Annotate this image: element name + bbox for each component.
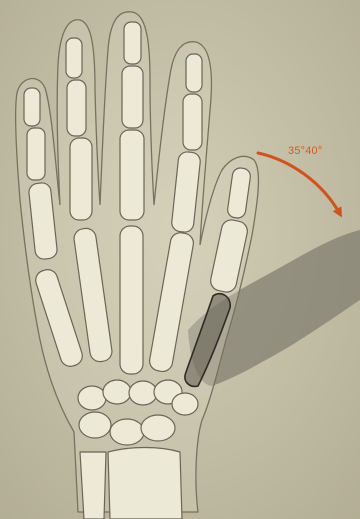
middle-metacarpal: [120, 226, 143, 374]
little-distal-phalanx: [24, 88, 40, 126]
carpal-bone: [172, 393, 198, 415]
middle-middle-phalanx: [122, 66, 143, 128]
index-middle-phalanx: [183, 94, 202, 150]
ring-proximal-phalanx: [70, 138, 92, 220]
carpal-bone: [129, 381, 157, 405]
ring-distal-phalanx: [66, 38, 82, 78]
carpal-bone: [103, 380, 131, 404]
angle-annotation: 35°40°: [288, 145, 322, 157]
radius-bone: [108, 448, 182, 519]
carpal-bone: [78, 386, 106, 410]
carpal-bone: [79, 412, 111, 438]
carpal-bone: [110, 419, 144, 445]
middle-distal-phalanx: [124, 22, 141, 64]
ulna-bone: [80, 452, 106, 519]
middle-proximal-phalanx: [120, 130, 144, 220]
carpal-bone: [141, 415, 175, 441]
ring-middle-phalanx: [67, 80, 86, 136]
index-distal-phalanx: [186, 54, 202, 92]
little-middle-phalanx: [27, 128, 45, 180]
